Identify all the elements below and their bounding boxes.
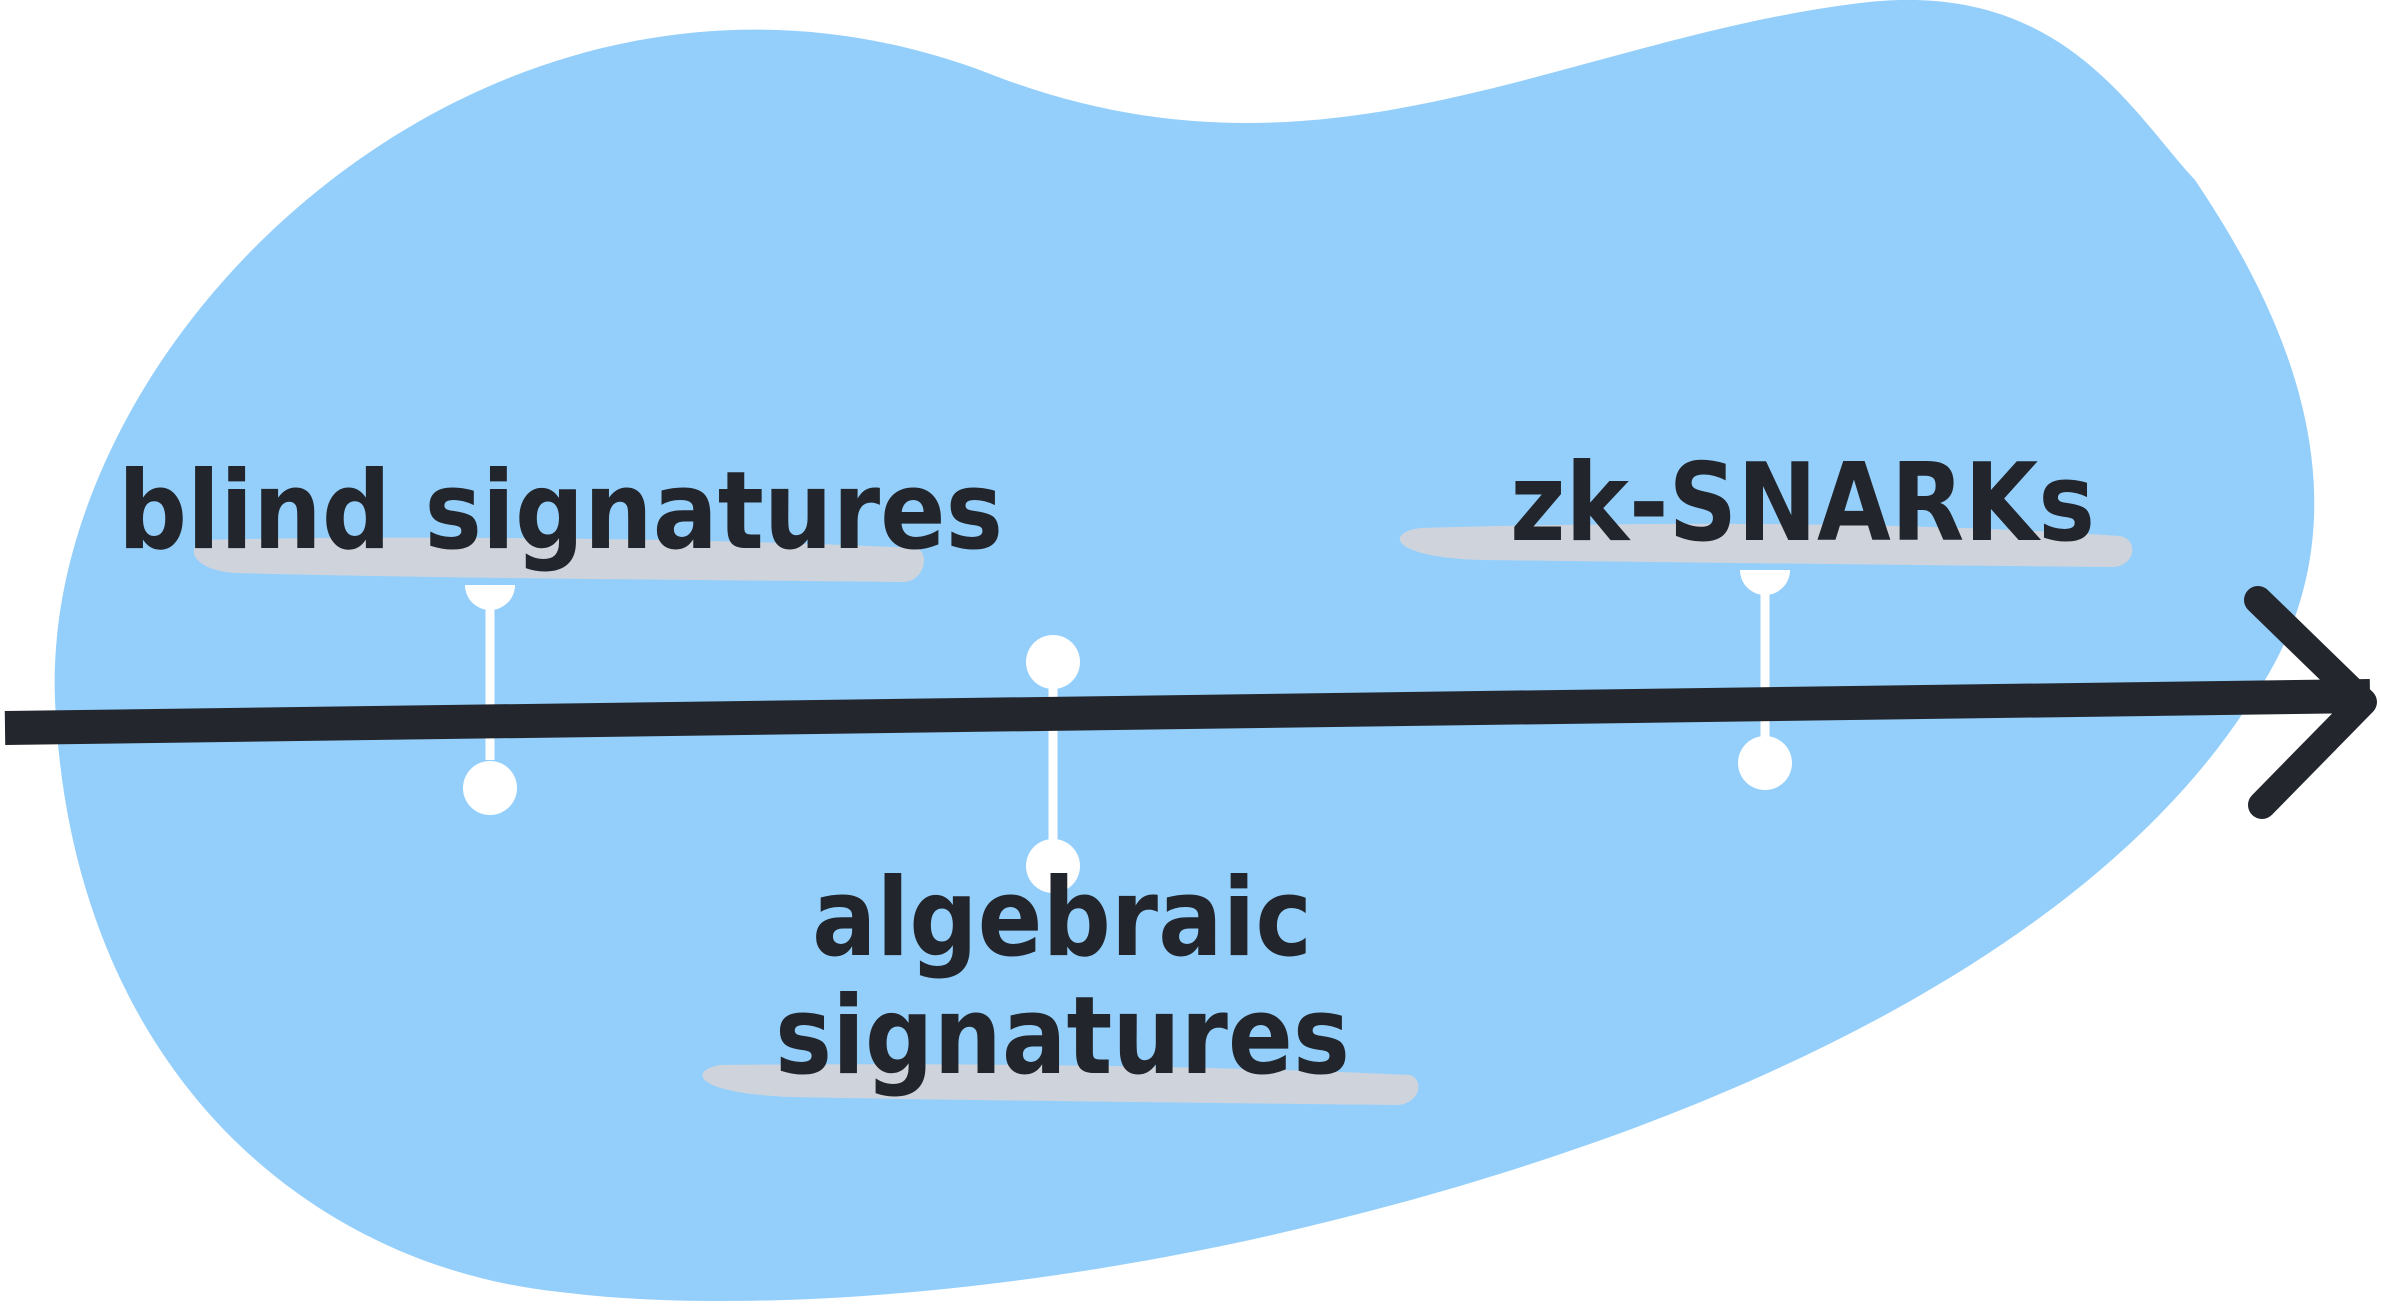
background-blob bbox=[54, 0, 2315, 1301]
label-algebraic-signatures-line-1: algebraic bbox=[812, 856, 1312, 981]
timeline-axis bbox=[4, 679, 2371, 745]
highlight-blind-signatures bbox=[193, 537, 925, 582]
highlight-zk-snarks bbox=[1399, 523, 2133, 568]
connector-algebraic-signatures bbox=[1026, 635, 1080, 893]
label-blind-signatures: blind signatures bbox=[118, 449, 1003, 574]
label-algebraic-signatures-line-2: signatures bbox=[775, 974, 1350, 1099]
highlight-algebraic-signatures bbox=[702, 1064, 1419, 1105]
label-zk-snarks: zk-SNARKs bbox=[1510, 441, 2095, 566]
arrow-head-icon bbox=[2244, 586, 2377, 819]
